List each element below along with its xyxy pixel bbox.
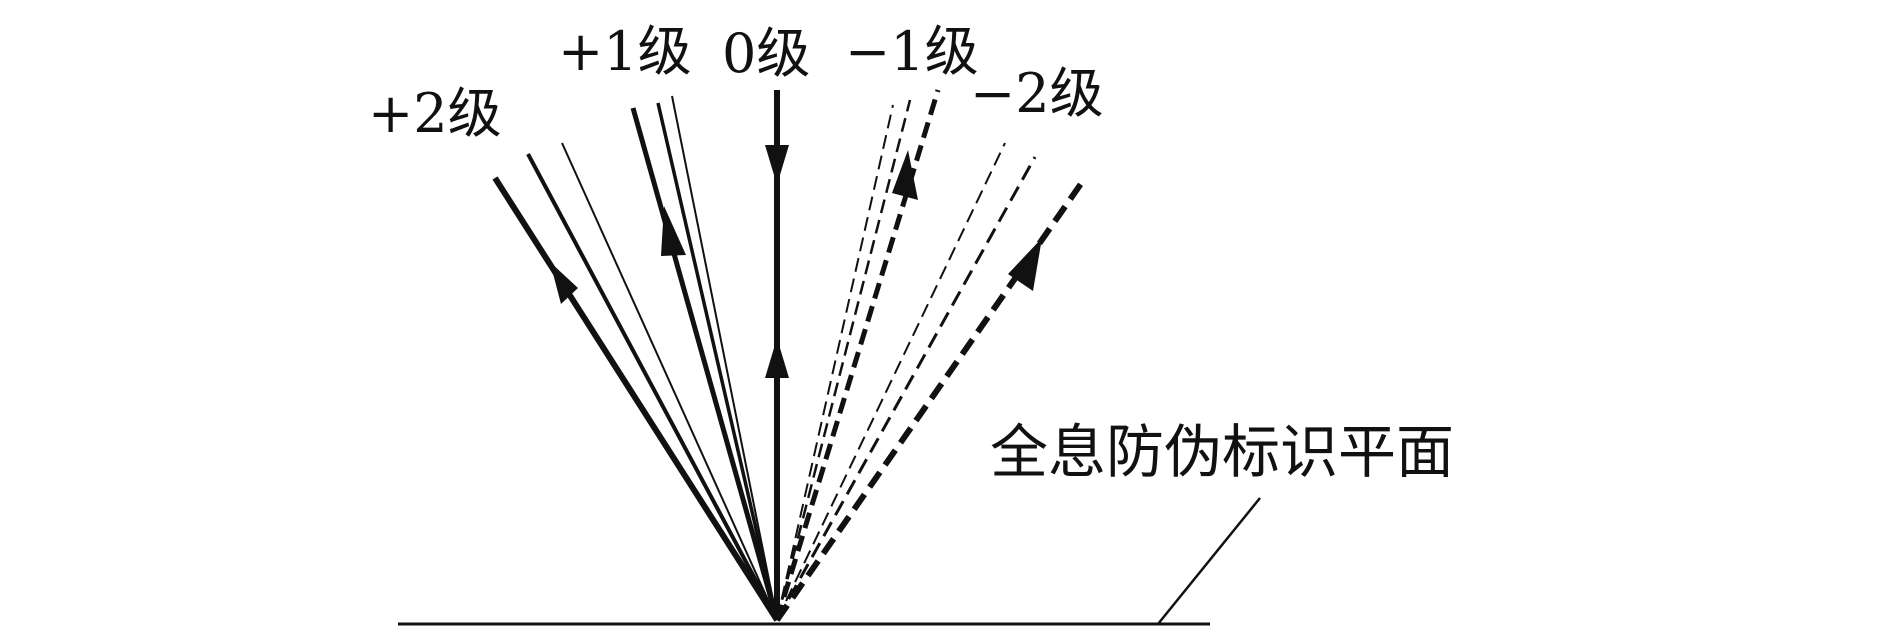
ray-plus2-thin	[561, 142, 778, 621]
ray-minus1-thin-b	[775, 99, 912, 621]
arrow-plus1	[661, 206, 686, 256]
ray-minus2-thin	[776, 142, 1006, 621]
ray-plus1-medium	[656, 102, 779, 621]
ray-minus1-thick	[774, 89, 941, 621]
ray-plus2-medium	[526, 153, 779, 621]
label-order-plus2: +2级	[368, 82, 502, 145]
label-order-minus2: −2级	[970, 62, 1104, 125]
ray-plus1-thick	[630, 107, 780, 621]
label-order-minus1: −1级	[845, 20, 979, 83]
arrow-minus1	[892, 150, 918, 200]
ray-plus2-thick	[492, 176, 780, 622]
label-hologram-plane: 全息防伪标识平面	[990, 418, 1454, 486]
ray-plus1-thin	[671, 95, 778, 621]
plane-leader-line	[1157, 497, 1261, 625]
arrow-plus2	[550, 262, 578, 304]
ray-minus1-thin-a	[776, 104, 894, 621]
label-order-plus1: +1级	[558, 20, 692, 83]
arrow-minus2	[1008, 238, 1042, 291]
arrow-zero-up	[765, 338, 789, 378]
label-order-zero: 0级	[722, 22, 810, 85]
ray-minus2-medium	[775, 156, 1037, 621]
arrow-zero-down	[765, 145, 789, 185]
